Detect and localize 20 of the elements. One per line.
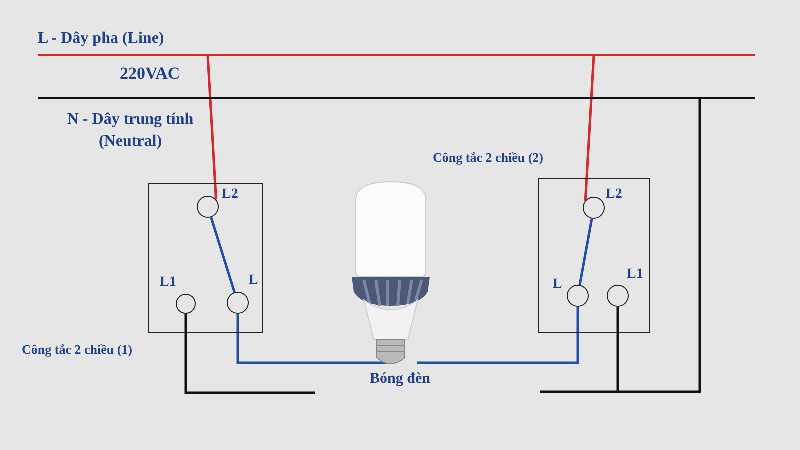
terminal-label: L1 [160, 275, 176, 291]
wire [206, 56, 218, 200]
wire-label: L - Dây pha (Line) [38, 29, 166, 49]
terminal-label: L [249, 273, 258, 289]
switch-label: Công tắc 2 chiều (2) [433, 150, 544, 166]
wire [584, 56, 596, 201]
terminal-label: L2 [606, 187, 622, 203]
wire [455, 307, 580, 364]
terminal-label: L1 [627, 267, 644, 283]
switch-label: Công tắc 2 chiều (1) [22, 342, 132, 358]
wire [236, 314, 350, 364]
wire [184, 314, 315, 394]
wire-label: N - Dây trung tính (Neutral) [66, 110, 195, 152]
bulb-label: Bóng đèn [370, 371, 430, 388]
wire [210, 217, 236, 293]
terminal-label: L2 [222, 187, 238, 203]
wire [616, 98, 702, 394]
voltage-label: 220VAC [120, 64, 180, 84]
terminal-label: L [553, 277, 562, 293]
wire [578, 218, 594, 286]
